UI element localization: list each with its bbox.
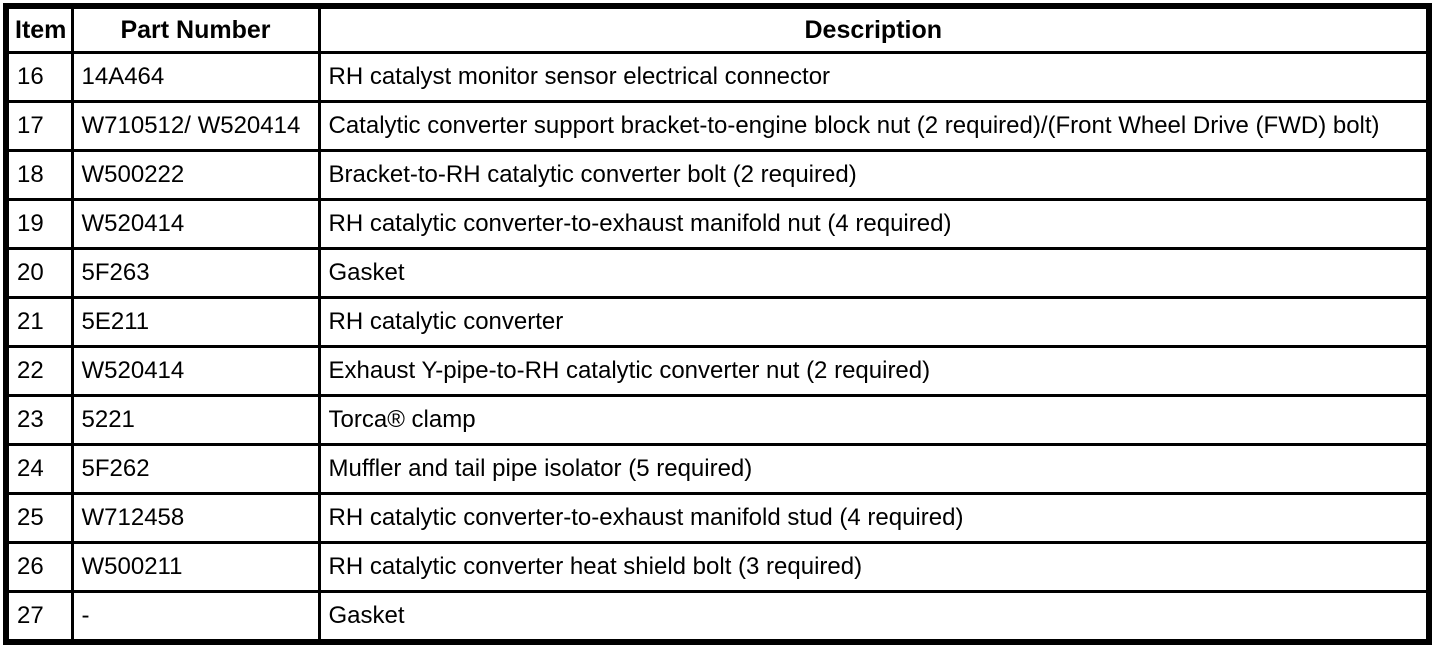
part-number-cell: 14A464 [70, 51, 321, 103]
part-number-cell: W712458 [70, 492, 321, 544]
part-number-cell: W520414 [70, 345, 321, 397]
item-cell: 27 [4, 590, 74, 644]
part-number-cell: 5E211 [70, 296, 321, 348]
description-cell: RH catalyst monitor sensor electrical co… [317, 51, 1431, 103]
part-number-cell: 5F262 [70, 443, 321, 495]
item-cell: 21 [4, 296, 74, 348]
description-cell: Catalytic converter support bracket-to-e… [317, 100, 1431, 152]
item-cell: 18 [4, 149, 74, 201]
item-cell: 24 [4, 443, 74, 495]
description-cell: RH catalytic converter-to-exhaust manifo… [317, 198, 1431, 250]
part-number-cell: W500222 [70, 149, 321, 201]
part-number-cell: 5221 [70, 394, 321, 446]
description-cell: Torca® clamp [317, 394, 1431, 446]
header-item: Item [4, 4, 74, 54]
item-cell: 17 [4, 100, 74, 152]
part-number-cell: W520414 [70, 198, 321, 250]
table-row: 27-Gasket [4, 590, 1431, 644]
item-cell: 20 [4, 247, 74, 299]
header-row: Item Part Number Description [4, 4, 1431, 54]
item-cell: 19 [4, 198, 74, 250]
description-cell: RH catalytic converter-to-exhaust manifo… [317, 492, 1431, 544]
part-number-cell: W710512/ W520414 [70, 100, 321, 152]
item-cell: 16 [4, 51, 74, 103]
part-number-cell: 5F263 [70, 247, 321, 299]
item-cell: 23 [4, 394, 74, 446]
part-number-cell: W500211 [70, 541, 321, 593]
part-number-cell: - [70, 590, 321, 644]
item-cell: 22 [4, 345, 74, 397]
description-cell: Exhaust Y-pipe-to-RH catalytic converter… [317, 345, 1431, 397]
item-cell: 26 [4, 541, 74, 593]
description-cell: Gasket [317, 590, 1431, 644]
header-description: Description [317, 4, 1431, 54]
description-cell: Bracket-to-RH catalytic converter bolt (… [317, 149, 1431, 201]
description-cell: Muffler and tail pipe isolator (5 requir… [317, 443, 1431, 495]
description-cell: Gasket [317, 247, 1431, 299]
description-cell: RH catalytic converter [317, 296, 1431, 348]
item-cell: 25 [4, 492, 74, 544]
header-part-number: Part Number [70, 4, 321, 54]
table-header: Item Part Number Description [4, 4, 1431, 54]
description-cell: RH catalytic converter heat shield bolt … [317, 541, 1431, 593]
